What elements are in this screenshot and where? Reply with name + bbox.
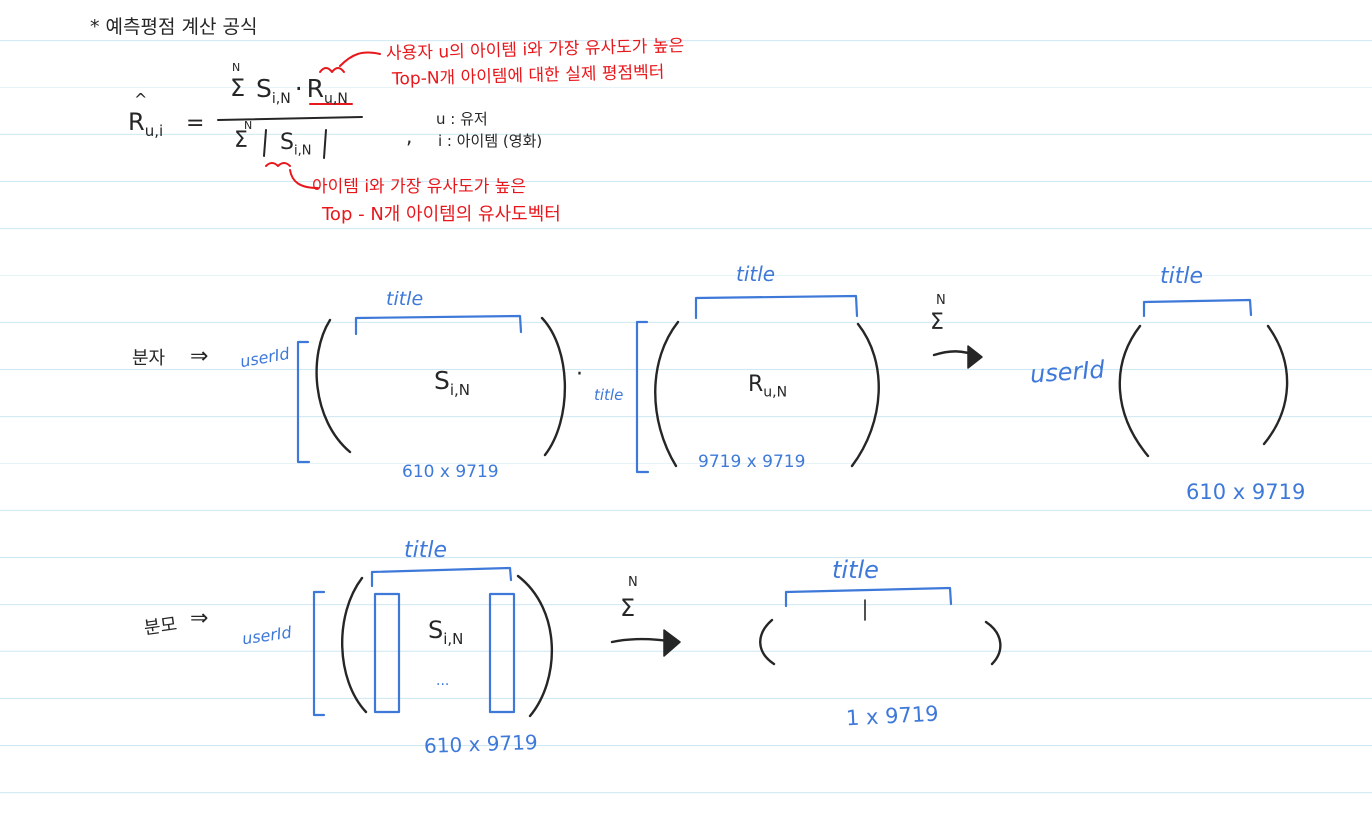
m1-paren-right [540,316,567,457]
m2-size: 9719 x 9719 [698,452,806,472]
denominator-annotation-line1: 아이템 i와 가장 유사도가 높은 [312,177,527,197]
m2-content: Ru,N [748,372,788,401]
m3-paren-left [341,576,368,714]
m2-col-label: title [736,262,776,286]
legend-user: u : 유저 [436,110,488,128]
m3-row-bracket [312,590,326,717]
r1-paren-left [1118,324,1150,458]
sum-arrow-head-1 [967,345,983,369]
denominator-red-callout [289,169,319,189]
m2-col-bracket [694,294,859,320]
denominator-row-arrow: ⇒ [190,606,209,631]
m1-col-label: title [386,288,424,310]
m3-col-label: title [404,538,448,563]
formula-lhs-sub: u,i [144,121,164,140]
formula-equals: = [186,111,205,136]
matrix-product-dot: · [576,362,583,387]
m1-content-sub: i,N [449,381,471,399]
denominator-s-sub: i,N [293,143,312,159]
denominator-annotation-line2: Top - N개 아이템의 유사도벡터 [322,204,561,225]
r2-size: 1 x 9719 [845,701,940,731]
m2-content-sub: u,N [763,384,788,401]
m1-row-bracket [296,340,311,464]
legend-item: i : 아이템 (영화) [438,132,543,150]
m1-paren-left [315,318,352,454]
denominator-expression: Si,N [280,130,312,159]
sum-arrow-head-2 [663,629,681,657]
m2-paren-right [850,322,880,468]
m1-size: 610 x 9719 [402,462,499,482]
r2-col-bracket [784,586,953,608]
numerator-sigma-upper: N [232,61,241,74]
m2-paren-left [654,320,680,468]
sum2-upper: N [628,575,638,590]
numerator-r: R [306,74,325,103]
page-title: * 예측평점 계산 공식 [90,16,258,38]
numerator-red-callout [339,51,381,67]
abs-bar-right [323,129,327,159]
m2-row-label: title [594,386,624,404]
numerator-r-sub: u,N [324,91,348,107]
r2-paren-left [759,618,776,666]
fraction-bar [217,116,363,121]
r2-col-label: title [832,556,879,584]
m3-ellipsis: ... [436,673,450,689]
numerator-dot: · [294,74,303,103]
formula-lhs-symbol: R [128,108,145,136]
numerator-red-curl [319,67,345,73]
m3-col-bracket [370,566,513,588]
numerator-row-arrow: ⇒ [190,344,209,369]
m2-content-symbol: R [748,372,764,397]
formula-comma: , [406,124,413,148]
r1-paren-right [1262,324,1289,446]
m3-column-box-left [373,592,401,714]
r1-size: 610 x 9719 [1186,480,1306,504]
m3-content: Si,N [428,618,463,647]
sum1-upper: N [936,293,946,308]
m3-column-box-right [488,592,516,714]
denominator-s: S [280,130,294,155]
m3-paren-right [516,574,553,718]
m2-row-bracket [635,320,650,474]
sum2-sigma: Σ [620,594,636,622]
r1-row-label: userId [1029,355,1106,389]
sum1-sigma: Σ [930,310,944,335]
m1-col-bracket [354,314,523,336]
m3-size: 610 x 9719 [423,730,539,758]
r2-paren-right [984,620,1002,666]
numerator-row-label: 분자 [132,348,166,369]
denominator-red-curl [265,162,291,167]
denominator-sigma: Σ [234,128,248,153]
r1-col-label: title [1160,264,1204,289]
numerator-sigma: Σ [230,74,246,102]
denominator-sigma-upper: N [244,119,253,132]
m3-content-symbol: S [428,616,444,644]
denominator-row-label: 분모 [142,613,179,640]
m3-content-sub: i,N [443,629,464,648]
numerator-s: S [256,74,272,103]
formula-lhs: Ru,i [128,110,163,139]
abs-bar-left [263,129,267,157]
numerator-s-sub: i,N [271,91,291,107]
r1-col-bracket [1142,298,1253,318]
formula-hat: ^ [134,90,148,109]
m1-content: Si,N [434,368,470,398]
numerator-expression: Si,N·Ru,N [256,76,348,106]
m1-content-symbol: S [434,366,450,395]
